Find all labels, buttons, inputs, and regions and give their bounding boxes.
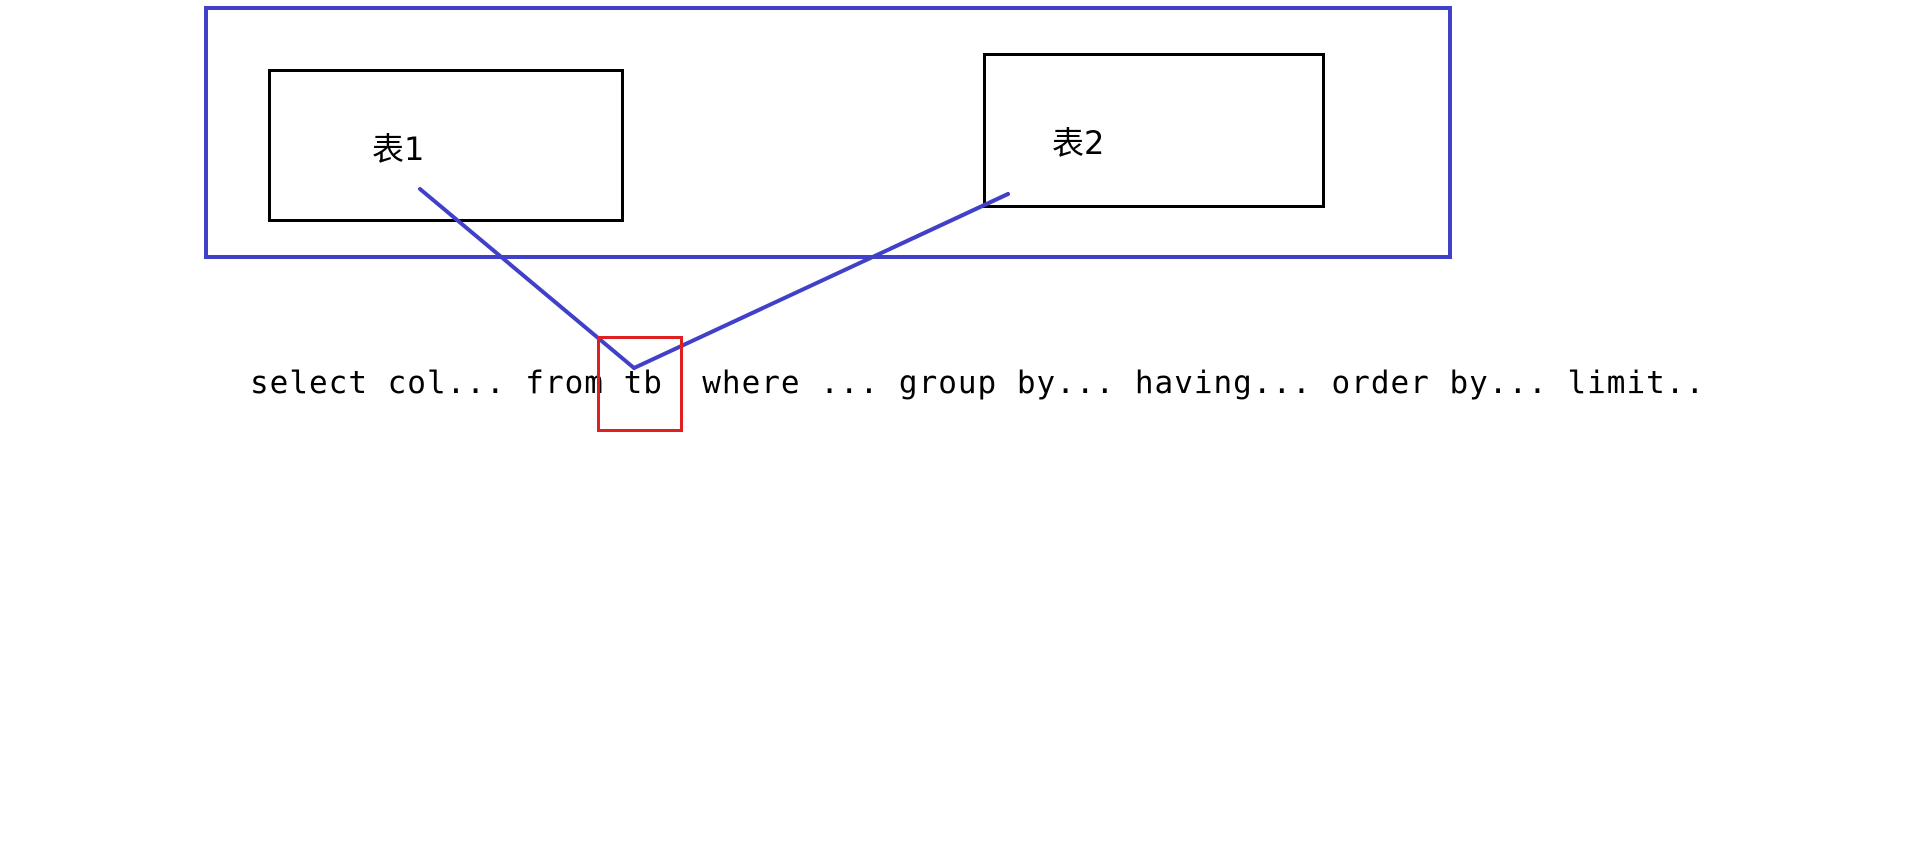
sql-after: where ... group by... having... order by… [662, 365, 1706, 401]
connector-line-table-2 [632, 192, 1010, 370]
sql-statement: select col... from tb where ... group by… [250, 365, 1705, 401]
table-2-box [983, 53, 1325, 208]
tables-group-box [204, 6, 1452, 259]
table-1-box [268, 69, 624, 222]
table-1-label: 表1 [372, 130, 425, 168]
sql-table-name: tb [623, 365, 663, 401]
table-2-label: 表2 [1052, 124, 1105, 162]
from-table-highlight [597, 336, 683, 432]
sql-before: select col... from [250, 365, 624, 401]
